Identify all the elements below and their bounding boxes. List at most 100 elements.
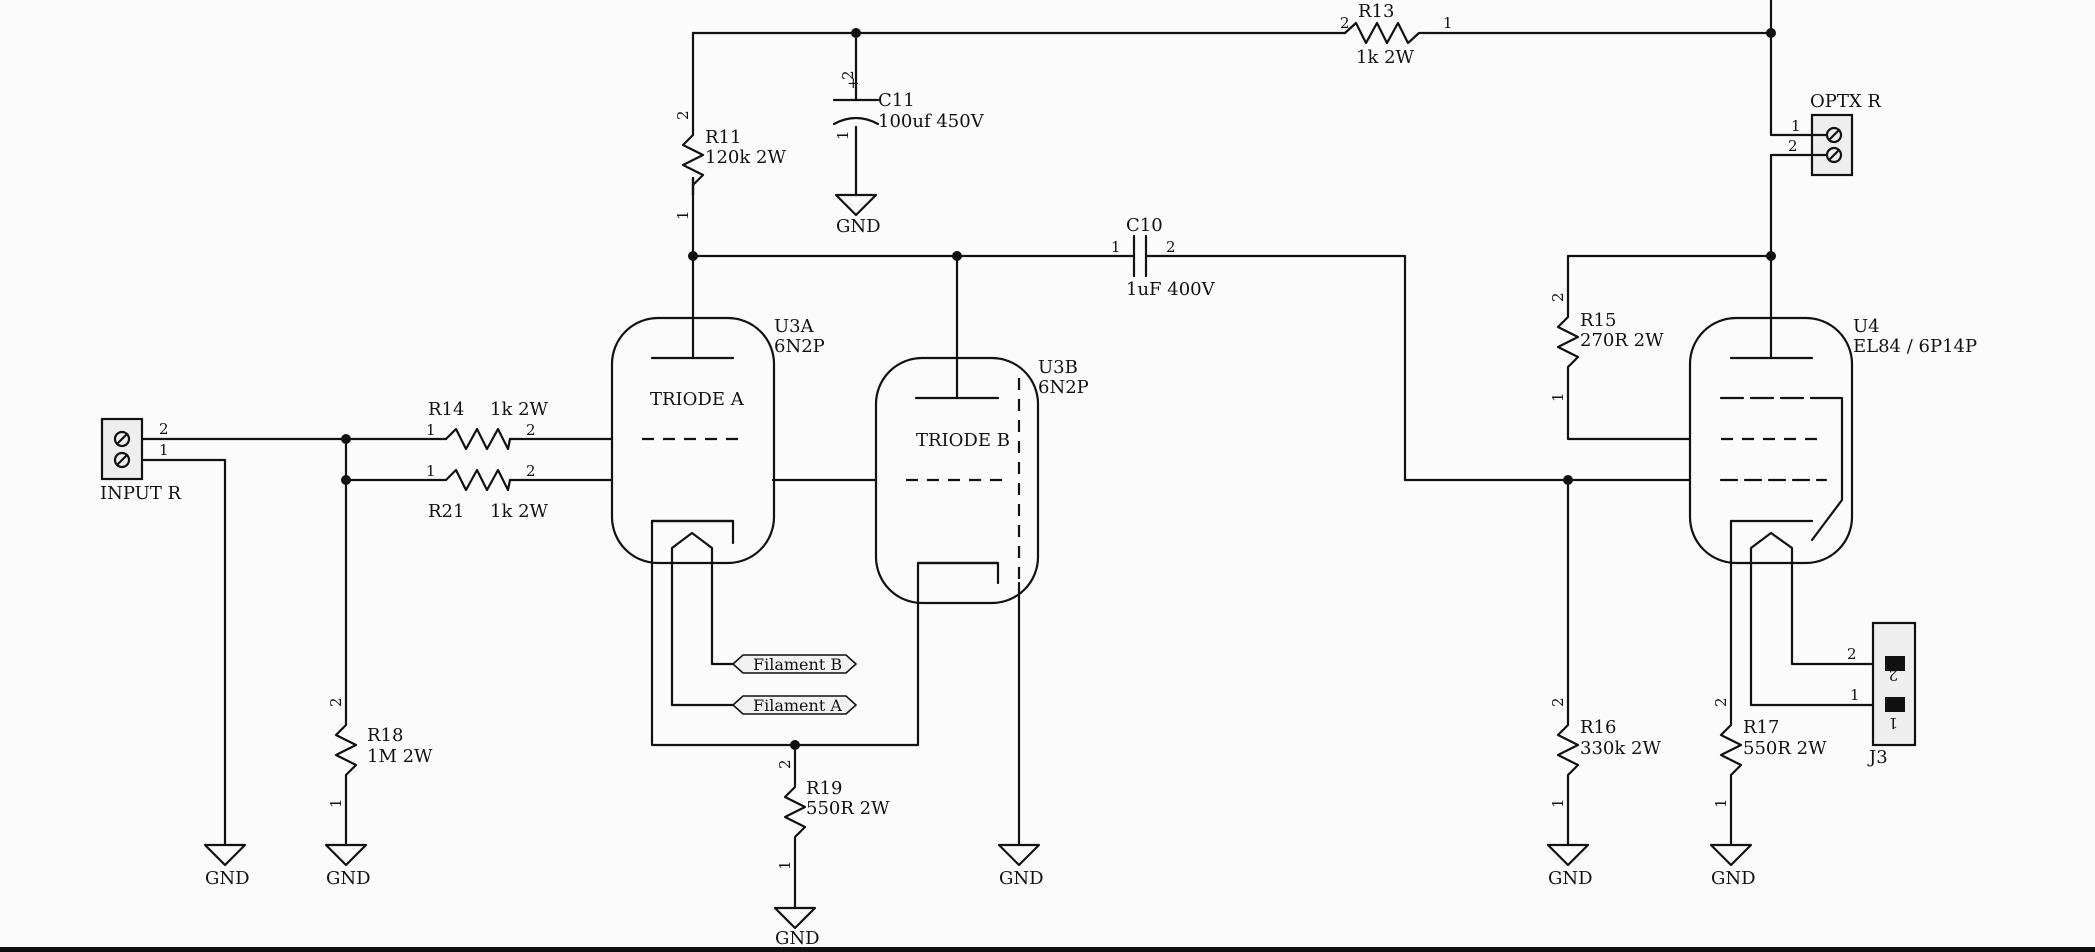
ref-label: R15 bbox=[1580, 310, 1616, 331]
junction-dot bbox=[851, 28, 861, 38]
pin-number: 1 bbox=[1888, 714, 1898, 732]
flag-label: Filament A bbox=[753, 696, 842, 715]
resistor-r16[interactable]: 2 1 R16 330k 2W bbox=[1549, 697, 1661, 808]
pin-number: 2 bbox=[839, 70, 857, 80]
gnd-symbol-u3b: GND bbox=[997, 843, 1044, 889]
ref-label: U3A bbox=[774, 316, 815, 337]
flag-shape bbox=[731, 695, 858, 715]
ref-label: R19 bbox=[806, 778, 842, 799]
tube-u4[interactable]: U4 EL84 / 6P14P bbox=[1688, 316, 1977, 565]
resistor-r21[interactable]: R21 1k 2W 1 2 bbox=[426, 462, 549, 522]
resistor-r11[interactable]: 2 1 R11 120k 2W bbox=[674, 110, 786, 220]
pin-number: 2 bbox=[1340, 14, 1350, 32]
pin-number: 2 bbox=[526, 421, 536, 439]
pin-number: 1 bbox=[1549, 392, 1567, 402]
tube-u3b[interactable]: TRIODE B U3B 6N2P bbox=[874, 356, 1089, 605]
resistor-body bbox=[1556, 708, 1580, 797]
resistor-body bbox=[783, 770, 807, 860]
pin-number: 2 bbox=[1549, 292, 1567, 302]
ground-icon bbox=[1709, 843, 1753, 867]
value-label: 1k 2W bbox=[490, 399, 549, 420]
resistor-r15[interactable]: 2 1 R15 270R 2W bbox=[1549, 292, 1664, 402]
value-label: 1k 2W bbox=[1356, 47, 1415, 68]
pin-pad bbox=[1885, 697, 1905, 712]
pin-number: 1 bbox=[1850, 686, 1860, 704]
gnd-symbol-r18: GND bbox=[324, 843, 371, 889]
tube-label: TRIODE A bbox=[650, 389, 745, 410]
resistor-body bbox=[444, 427, 512, 451]
ref-label: R17 bbox=[1743, 717, 1779, 738]
ref-label: U3B bbox=[1038, 357, 1078, 378]
value-label: 1M 2W bbox=[367, 746, 433, 767]
tube-envelope bbox=[1688, 316, 1854, 565]
pin-number: 2 bbox=[159, 420, 169, 438]
flag-label: Filament B bbox=[753, 655, 842, 674]
ref-label: C11 bbox=[878, 90, 915, 111]
tube-label: TRIODE B bbox=[916, 430, 1010, 451]
capacitor-c10[interactable]: C10 1uF 400V 1 2 bbox=[1111, 215, 1216, 300]
capacitor-c11[interactable]: + 2 1 C11 100uf 450V bbox=[832, 70, 985, 140]
gnd-label: GND bbox=[1548, 868, 1593, 889]
value-label: EL84 / 6P14P bbox=[1853, 336, 1977, 357]
ref-label: R16 bbox=[1580, 717, 1616, 738]
connector-body bbox=[1810, 113, 1854, 177]
tube-u3a[interactable]: TRIODE A U3A 6N2P bbox=[610, 316, 825, 565]
junction-dot bbox=[1766, 28, 1776, 38]
ref-label: C10 bbox=[1126, 215, 1163, 236]
pin-number: 1 bbox=[1443, 14, 1453, 32]
pin-number: 1 bbox=[1549, 798, 1567, 808]
capacitor-plate bbox=[832, 116, 880, 126]
ref-label: J3 bbox=[1867, 747, 1888, 768]
bottom-border bbox=[0, 947, 2095, 952]
junction-dot bbox=[341, 475, 351, 485]
resistor-r14[interactable]: R14 1k 2W 1 2 bbox=[426, 399, 549, 451]
gnd-label: GND bbox=[1711, 868, 1756, 889]
screw-terminal-icon bbox=[113, 451, 131, 469]
pin-number: 1 bbox=[1111, 238, 1121, 256]
resistor-r17[interactable]: 2 1 R17 550R 2W bbox=[1712, 697, 1827, 808]
pin-number: 2 bbox=[1888, 666, 1898, 684]
gnd-symbol-r16: GND bbox=[1546, 843, 1593, 889]
resistor-r13[interactable]: R13 1k 2W 2 1 bbox=[1340, 1, 1453, 68]
connector-optx-r[interactable]: OPTX R 1 2 bbox=[1788, 91, 1881, 177]
resistor-r19[interactable]: 2 1 R19 550R 2W bbox=[776, 759, 890, 870]
ref-label: R21 bbox=[428, 501, 464, 522]
junction-dot bbox=[341, 434, 351, 444]
polarity-mark: + bbox=[847, 74, 860, 92]
pin-pad bbox=[1885, 656, 1905, 671]
ref-label: R18 bbox=[367, 725, 403, 746]
value-label: 550R 2W bbox=[1743, 738, 1827, 759]
net-flag-filament-b[interactable]: Filament B bbox=[731, 654, 858, 674]
ref-label: OPTX R bbox=[1810, 91, 1881, 112]
pin-number: 1 bbox=[1791, 117, 1801, 135]
gnd-symbol-r19: GND bbox=[773, 906, 820, 949]
value-label: 6N2P bbox=[1038, 377, 1089, 398]
pin-number: 2 bbox=[776, 759, 794, 769]
screw-terminal-icon bbox=[113, 430, 131, 448]
pin-number: 2 bbox=[674, 110, 692, 120]
pin-number: 1 bbox=[834, 130, 852, 140]
pin-number: 2 bbox=[327, 697, 345, 707]
connector-body bbox=[1871, 621, 1917, 747]
connector-j3[interactable]: 2 1 2 1 J3 bbox=[1847, 621, 1917, 768]
gnd-symbol-r17: GND bbox=[1709, 843, 1756, 889]
pin-number: 2 bbox=[1788, 137, 1798, 155]
pin-number: 1 bbox=[426, 462, 436, 480]
pin-number: 1 bbox=[1712, 798, 1730, 808]
net-flag-filament-a[interactable]: Filament A bbox=[731, 695, 858, 715]
value-label: 1uF 400V bbox=[1126, 279, 1216, 300]
pin-number: 1 bbox=[426, 421, 436, 439]
resistor-body bbox=[681, 123, 705, 197]
value-label: 330k 2W bbox=[1580, 738, 1661, 759]
tube-envelope bbox=[874, 356, 1040, 605]
filament bbox=[1749, 531, 1794, 560]
resistor-body bbox=[444, 468, 512, 492]
resistor-body bbox=[1556, 303, 1580, 390]
pin-number: 1 bbox=[674, 210, 692, 220]
gnd-label: GND bbox=[205, 868, 250, 889]
ref-label: R11 bbox=[705, 127, 741, 148]
connector-input-r[interactable]: INPUT R 2 1 bbox=[100, 417, 182, 504]
resistor-r18[interactable]: 2 1 R18 1M 2W bbox=[327, 697, 433, 808]
pin-number: 2 bbox=[526, 462, 536, 480]
